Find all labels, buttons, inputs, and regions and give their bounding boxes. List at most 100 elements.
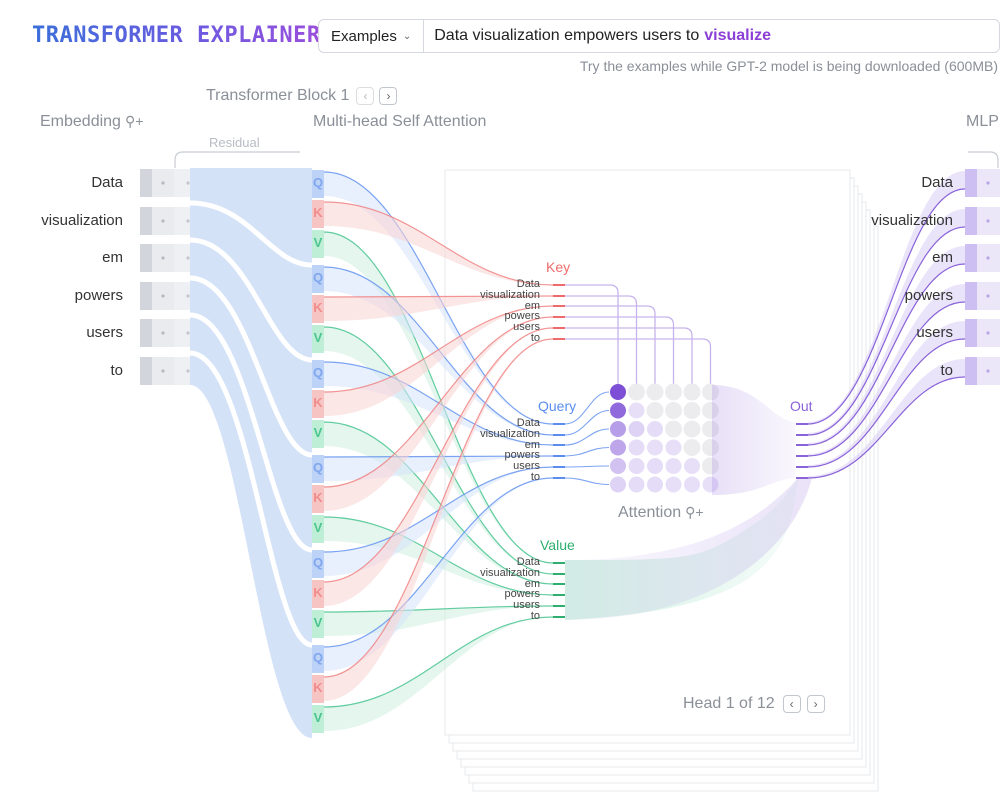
query-token-label: Data: [516, 417, 540, 429]
query-to-attention-line: [564, 465, 610, 468]
value-flow-line: [323, 516, 554, 596]
embedding-label: Embedding: [40, 113, 121, 130]
key-flow-line: [323, 201, 554, 286]
query-token-label: visualization: [480, 427, 540, 440]
mlp-token: Data: [921, 174, 953, 191]
mlp-chip: [965, 357, 977, 385]
embedding-chip: [140, 282, 152, 310]
prompt-bar: Examples ⌄ Data visualization empowers u…: [318, 19, 1000, 53]
value-vector: [312, 325, 324, 353]
key-vector: [312, 200, 324, 228]
attention-cell: [665, 420, 682, 438]
zoom-in-icon[interactable]: ⚲+: [685, 504, 704, 520]
attention-cell: [610, 476, 626, 493]
flow-separator: [189, 312, 313, 553]
key-to-attention-line: [565, 284, 619, 384]
embedding-chip: [140, 244, 152, 272]
examples-label: Examples: [331, 27, 397, 45]
next-block-button[interactable]: ›: [379, 87, 398, 105]
out-label: Out: [790, 398, 813, 414]
prev-head-button[interactable]: ‹: [782, 695, 801, 713]
prompt-text: Data visualization empowers users to: [434, 27, 700, 44]
residual-label: Residual: [209, 135, 260, 150]
mlp-flow-line: [807, 263, 966, 446]
mlp-token: em: [932, 249, 953, 266]
attention-cell: [628, 383, 645, 401]
key-flow-line: [323, 316, 554, 488]
key-vector: [312, 390, 324, 418]
query-to-attention-line: [564, 446, 610, 457]
mlp-dot: [986, 256, 990, 260]
attention-cell: [646, 402, 664, 419]
value-flow: [324, 617, 553, 731]
chevron-left-icon: ‹: [363, 89, 368, 103]
flow-separator: [189, 275, 313, 458]
embedding-token: users: [86, 324, 123, 341]
embedding-dot: [186, 181, 190, 185]
key-token-label: powers: [504, 310, 540, 323]
value-token-label: to: [530, 610, 540, 622]
key-to-attention-line: [565, 295, 638, 384]
key-to-attention-line: [565, 305, 656, 384]
embedding-chip: [174, 169, 190, 197]
query-to-attention-line: [564, 391, 610, 425]
mlp-flow-line: [807, 338, 966, 468]
key-flow: [324, 306, 553, 416]
value-out-flow: [565, 478, 812, 620]
attention-section[interactable]: Attention⚲+: [618, 504, 704, 522]
embedding-dot: [186, 369, 190, 373]
key-flow-line: [323, 305, 554, 393]
key-vector-label: K: [313, 490, 323, 505]
prompt-input[interactable]: Data visualization empowers users to vis…: [424, 20, 781, 52]
attention-out-flow: [712, 385, 795, 495]
value-flow-line: [323, 231, 554, 564]
mhsa-label: Multi-head Self Attention: [313, 113, 487, 130]
value-vector-label: V: [313, 425, 323, 440]
prompt-prediction: visualize: [704, 27, 771, 44]
mlp-token: powers: [904, 287, 953, 304]
query-flow: [324, 478, 553, 671]
value-label: Value: [540, 537, 575, 553]
value-flow-line: [323, 326, 554, 575]
attention-cell: [683, 439, 701, 456]
embedding-chip: [140, 357, 152, 385]
flow-separator: [189, 237, 313, 363]
mlp-flow-line: [807, 226, 966, 436]
attention-cell: [628, 421, 645, 437]
attention-cell: [610, 458, 626, 474]
zoom-in-icon[interactable]: ⚲+: [124, 113, 144, 129]
embedding-chip: [174, 319, 190, 347]
head-nav-label: Head 1 of 12: [683, 695, 775, 712]
next-head-button[interactable]: ›: [806, 695, 825, 713]
query-vector: [312, 550, 324, 578]
key-token-label: users: [513, 321, 540, 334]
value-vector-label: V: [313, 710, 323, 725]
embedding-section[interactable]: Embedding⚲+: [40, 113, 143, 131]
examples-dropdown[interactable]: Examples ⌄: [319, 20, 425, 52]
attention-cell: [665, 383, 682, 401]
query-vector: [312, 265, 324, 293]
key-flow: [324, 328, 553, 606]
embedding-dot: [161, 256, 165, 260]
attention-cell: [610, 384, 626, 400]
embedding-chip: [174, 282, 190, 310]
query-to-attention-line: [564, 428, 610, 446]
mlp-label: MLP: [966, 113, 999, 130]
transformer-block-title: Transformer Block 1: [206, 87, 350, 104]
value-vector-label: V: [313, 235, 323, 250]
chevron-right-icon: ›: [813, 697, 818, 711]
embedding-chip: [140, 207, 152, 235]
value-vector-label: V: [313, 520, 323, 535]
mlp-flow-line: [807, 188, 966, 425]
mlp-dot: [986, 331, 990, 335]
prev-block-button[interactable]: ‹: [356, 87, 375, 105]
key-vector-label: K: [313, 300, 323, 315]
flow-separator: [189, 200, 313, 268]
key-to-attention-line: [565, 316, 675, 384]
attention-cell: [610, 402, 626, 419]
value-flow-line: [323, 616, 554, 708]
mlp-chip: [965, 169, 977, 197]
head-nav: Head 1 of 12 ‹ ›: [683, 695, 825, 713]
embedding-token: Data: [91, 174, 123, 191]
key-vector-label: K: [313, 680, 323, 695]
